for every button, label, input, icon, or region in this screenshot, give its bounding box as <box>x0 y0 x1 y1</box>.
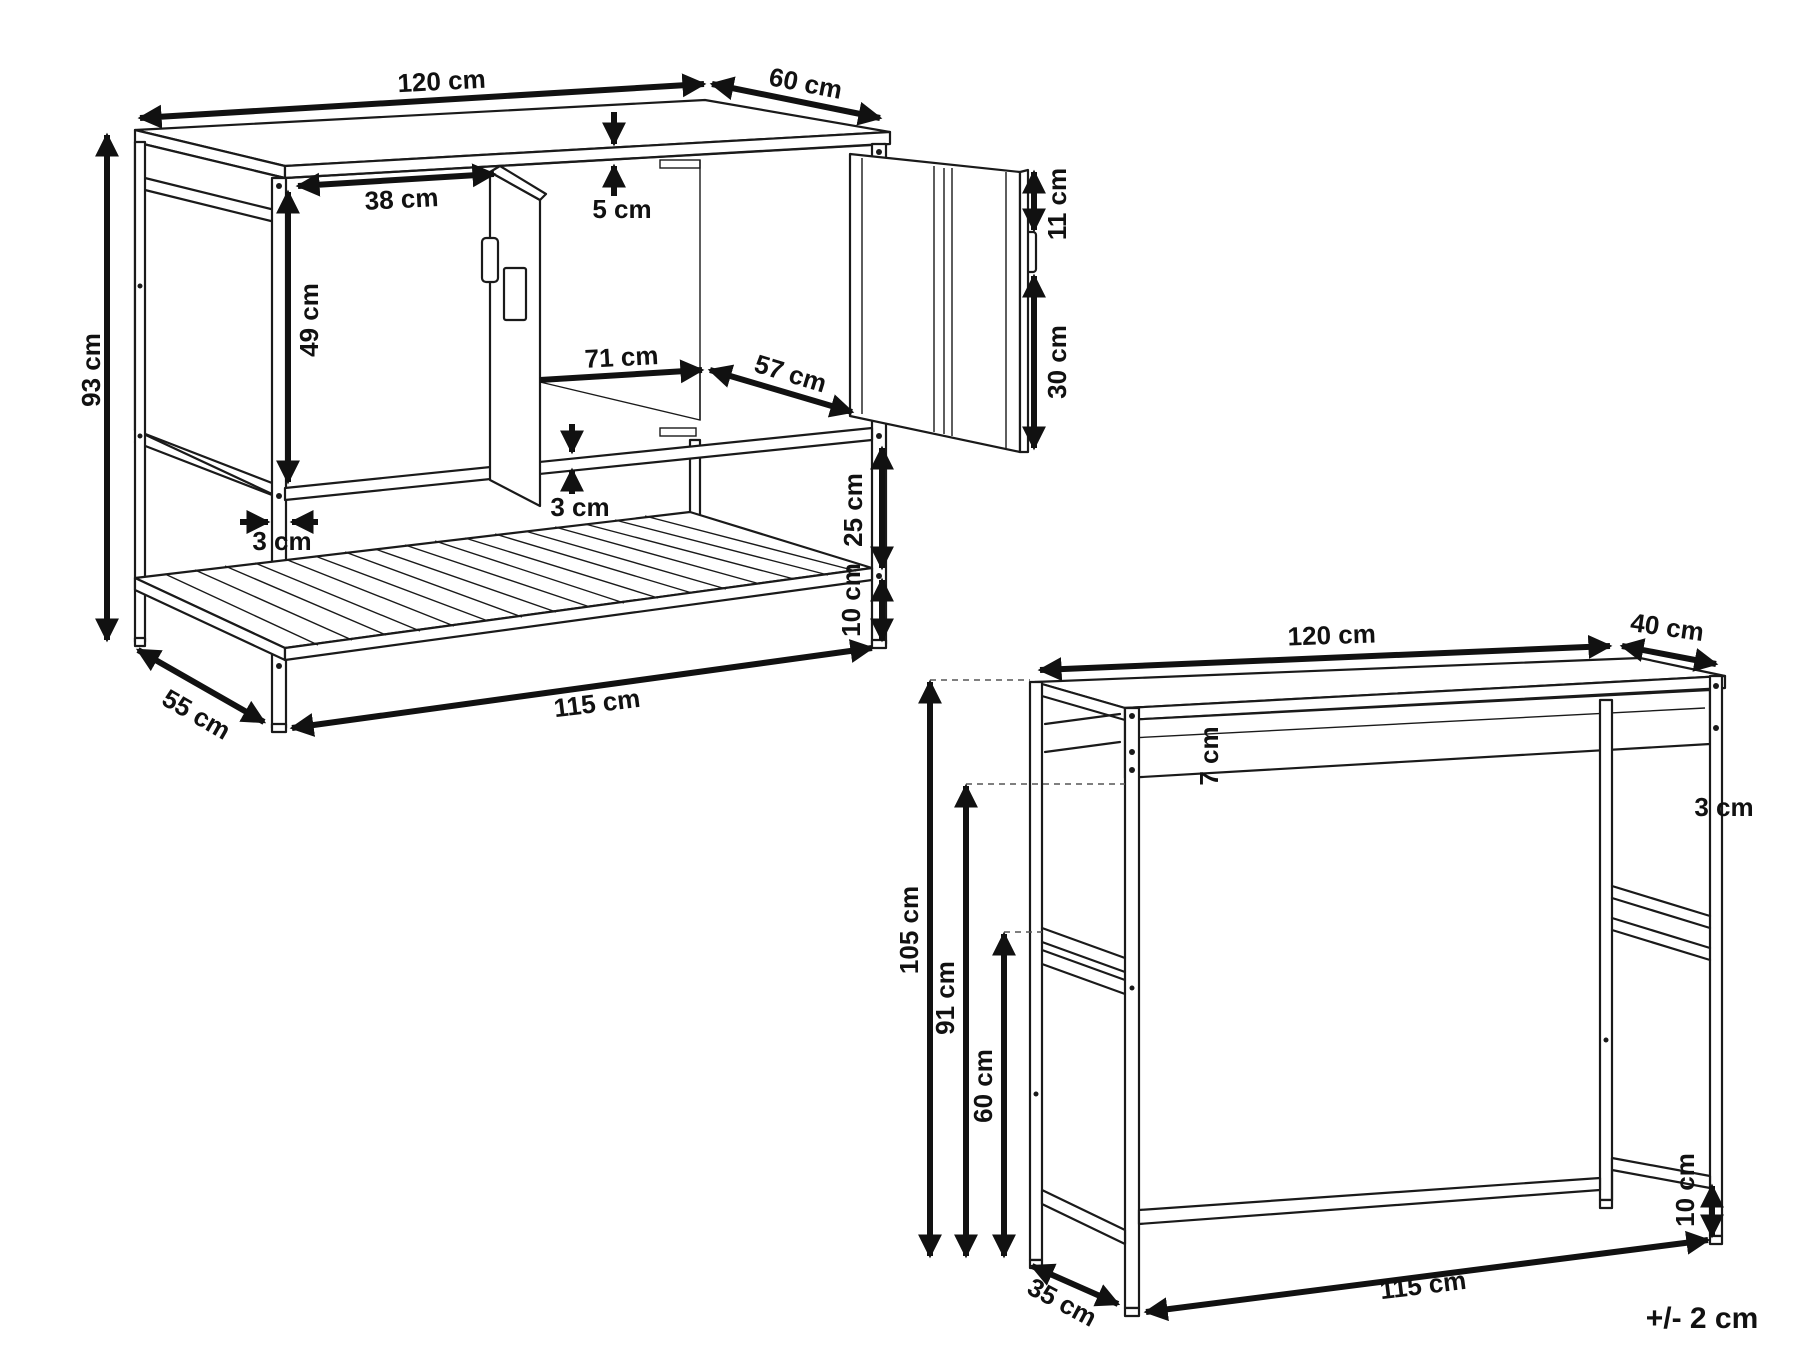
cabinet-door-handle-height-label: 30 cm <box>1042 325 1072 399</box>
cabinet-leg-width-label: 3 cm <box>252 526 311 556</box>
cabinet-inner-width-arrow <box>539 359 705 384</box>
tolerance-note: +/- 2 cm <box>1646 1302 1759 1335</box>
cabinet-shelf-thickness-label: 3 cm <box>550 492 609 522</box>
table-drawing <box>1028 656 1727 1318</box>
cabinet-inner-depth-arrow <box>707 364 855 418</box>
cabinet-inner-width-label: 71 cm <box>584 340 659 374</box>
cabinet-shelf-gap-label: 25 cm <box>838 473 868 547</box>
table-base-width-arrow <box>1143 1230 1711 1322</box>
table-width-arrow <box>1037 634 1613 682</box>
table-side-rail-height-label: 60 cm <box>968 1049 998 1123</box>
table-apron-height-label: 7 cm <box>1194 726 1224 785</box>
table-depth-arrow <box>1619 638 1719 672</box>
cabinet-drawing <box>133 98 1038 734</box>
cabinet-inner-height-label: 49 cm <box>294 283 324 357</box>
cabinet-inner-left-width-label: 38 cm <box>364 182 439 216</box>
table-apron-bottom-height-label: 91 cm <box>930 961 960 1035</box>
table-base-depth-arrow <box>1029 1263 1121 1307</box>
cabinet-width-arrow <box>137 73 707 129</box>
shelf-slats <box>164 515 857 646</box>
table-width-label: 120 cm <box>1287 618 1376 651</box>
cabinet-width-label: 120 cm <box>397 64 487 99</box>
cabinet-bottom-clearance-label: 10 cm <box>836 563 866 637</box>
table-bottom-clearance-label: 10 cm <box>1670 1153 1700 1227</box>
cabinet-height-label: 93 cm <box>76 333 106 407</box>
cabinet-base-depth-label: 55 cm <box>157 683 236 746</box>
cabinet-top-thickness-label: 5 cm <box>592 194 651 224</box>
cabinet-base-width-arrow <box>289 639 875 737</box>
cabinet-inner-left-width-arrow <box>295 163 497 197</box>
table-side-thickness-label: 3 cm <box>1694 792 1753 822</box>
cabinet-depth-arrow <box>709 76 883 126</box>
cabinet-dimensions: 120 cm 60 cm 93 cm 38 cm 5 cm 49 cm 71 c… <box>76 61 1072 745</box>
table-depth-label: 40 cm <box>1629 607 1706 647</box>
table-base-width-label: 115 cm <box>1378 1265 1468 1305</box>
cabinet-door-top-gap-label: 11 cm <box>1042 168 1072 240</box>
cabinet-base-depth-arrow <box>135 647 267 725</box>
table-height-label: 105 cm <box>894 886 924 974</box>
